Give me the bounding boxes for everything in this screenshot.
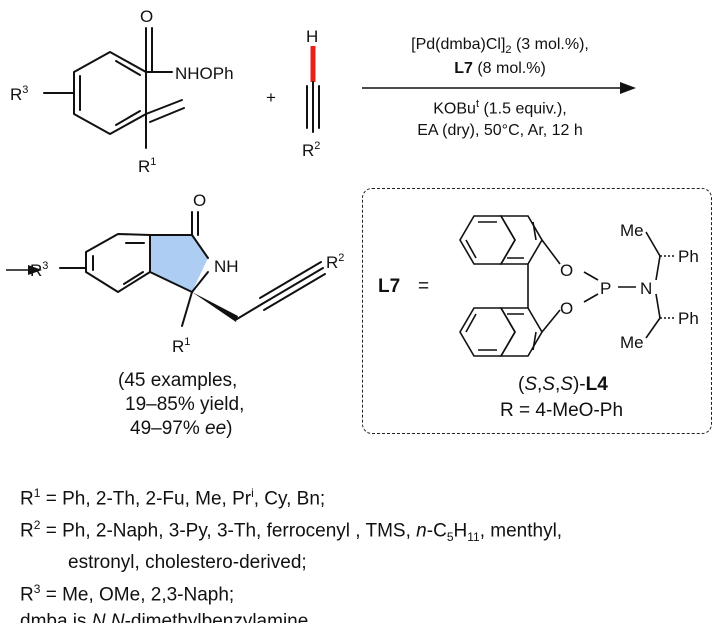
condition-catalyst: [Pd(dmba)Cl]2 (3 mol.%), — [411, 36, 589, 57]
note-r1: R1 = Ph, 2-Th, 2-Fu, Me, Pri, Cy, Bn; — [20, 486, 326, 510]
ligand-structure — [459, 215, 676, 357]
ligand-me2-label: Me — [620, 333, 644, 352]
r1-label: R1 — [138, 156, 156, 176]
ligand-o1-label: O — [560, 261, 573, 280]
product-r2-label: R2 — [326, 252, 344, 272]
carbonyl-oxygen-label: O — [140, 7, 153, 26]
ligand-r-definition: R = 4-MeO-Ph — [500, 400, 624, 421]
ligand-l7-label: L7 — [378, 276, 401, 297]
ligand-box — [362, 188, 712, 434]
ligand-config-label: (S,S,S)-L4 — [518, 374, 608, 395]
summary-ee: 49–97% ee) — [130, 418, 233, 439]
ligand-o2-label: O — [560, 299, 573, 318]
ligand-ph1-label: Ph — [678, 247, 699, 266]
r3-label: R3 — [10, 84, 28, 104]
note-r2-continued: estronyl, cholestero-derived; — [68, 552, 307, 574]
substituent-notes: R1 = Ph, 2-Th, 2-Fu, Me, Pri, Cy, Bn; R2… — [20, 480, 562, 623]
condition-solvent-temp: EA (dry), 50°C, Ar, 12 h — [417, 122, 583, 139]
product-structure — [59, 211, 326, 327]
ligand-n-label: N — [640, 279, 652, 298]
alkyne-r2-label: R2 — [302, 140, 320, 160]
reaction-arrow — [362, 82, 636, 94]
summary-examples: (45 examples, — [118, 370, 238, 391]
ligand-p-label: P — [600, 279, 611, 298]
condition-base: KOBut (1.5 equiv.), — [433, 98, 567, 118]
condition-ligand: L7 (8 mol.%) — [454, 60, 546, 77]
alkyne-h-label: H — [306, 27, 318, 46]
highlighted-ring — [150, 235, 208, 292]
amide-nhoph-label: NHOPh — [175, 64, 234, 83]
summary-yield: 19–85% yield, — [125, 394, 245, 415]
note-r2: R2 = Ph, 2-Naph, 3-Py, 3-Th, ferrocenyl … — [20, 518, 563, 545]
product-oxygen-label: O — [193, 191, 206, 210]
ligand-me1-label: Me — [620, 221, 644, 240]
alkyne-structure — [306, 46, 320, 133]
product-nh-label: NH — [214, 257, 239, 276]
substrate-structure — [43, 27, 185, 149]
product-lead-arrow — [6, 265, 42, 275]
product-r1-label: R1 — [172, 336, 190, 356]
note-r3: R3 = Me, OMe, 2,3-Naph; — [20, 582, 235, 606]
ligand-equals: = — [418, 276, 430, 297]
ligand-ph2-label: Ph — [678, 309, 699, 328]
note-dmba: dmba is N,N-dimethylbenzylamine — [20, 610, 309, 623]
plus-sign: + — [266, 88, 276, 107]
